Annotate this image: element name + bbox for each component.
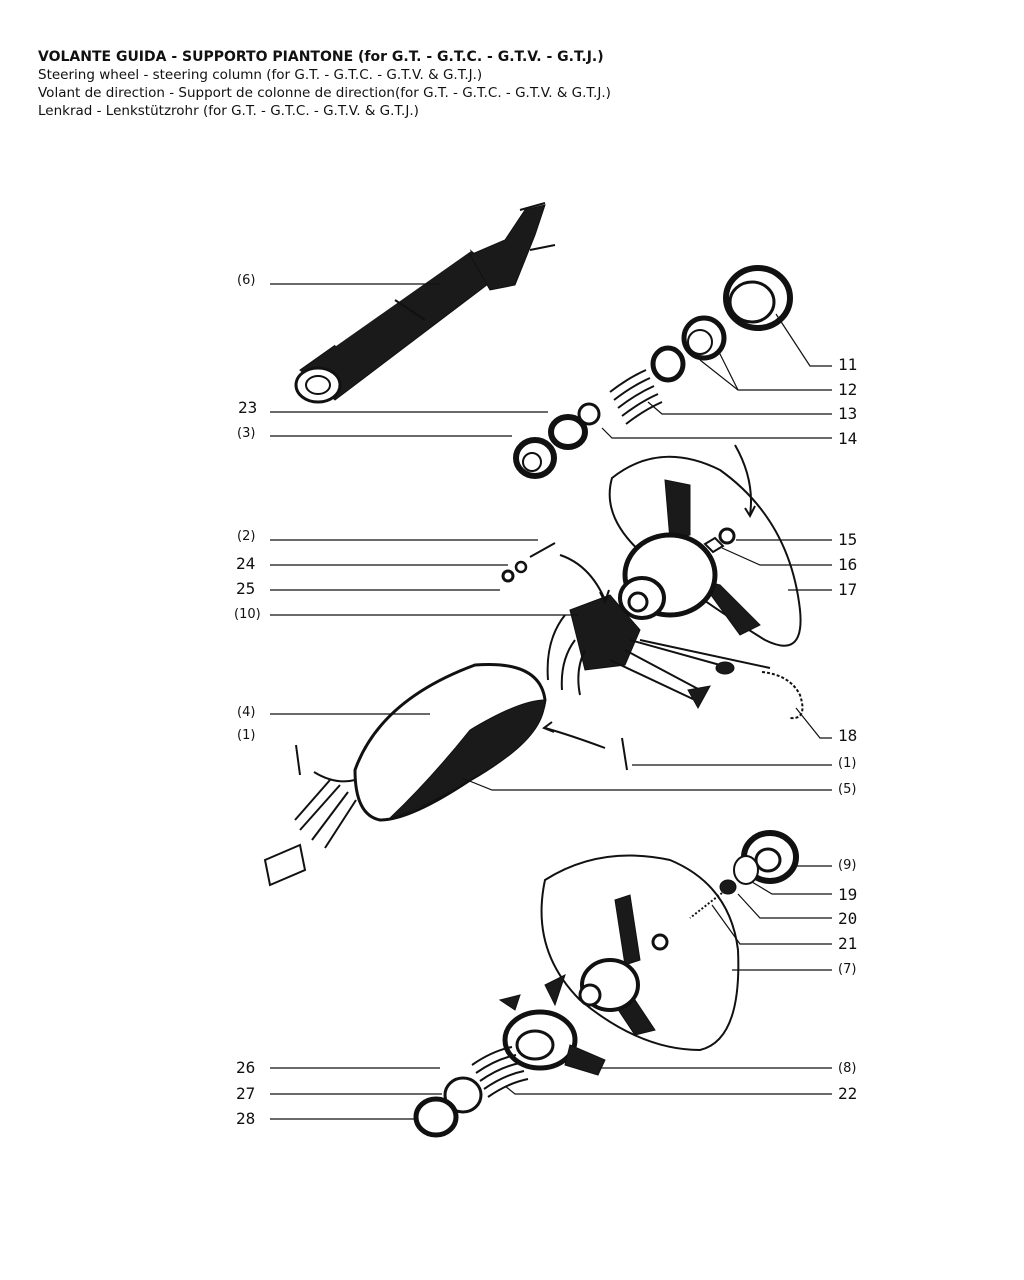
label-21: 21 xyxy=(838,934,857,953)
title-italian: VOLANTE GUIDA - SUPPORTO PIANTONE (for G… xyxy=(38,49,604,65)
upper-steering-wheel-drawing xyxy=(608,444,802,647)
label-18: 18 xyxy=(838,726,857,745)
label-19: 19 xyxy=(838,885,857,904)
label-15: 15 xyxy=(838,530,857,549)
label-16: 16 xyxy=(838,555,857,574)
label-10: (10) xyxy=(234,607,261,622)
label-4: (4) xyxy=(237,705,255,720)
labels-right: 11 12 13 14 15 16 17 18 (1) (5) (9) 19 2… xyxy=(838,355,857,1103)
label-7: (7) xyxy=(838,962,856,977)
label-20: 20 xyxy=(838,909,857,928)
column-cover-drawing xyxy=(263,662,628,887)
label-14: 14 xyxy=(838,429,857,448)
label-1-left: (1) xyxy=(237,728,255,743)
label-12: 12 xyxy=(838,380,857,399)
label-3: (3) xyxy=(237,426,255,441)
label-9: (9) xyxy=(838,858,856,873)
label-6: (6) xyxy=(237,273,255,288)
label-17: 17 xyxy=(838,580,857,599)
diagram-titles: VOLANTE GUIDA - SUPPORTO PIANTONE (for G… xyxy=(38,48,611,120)
leader-lines-left xyxy=(270,283,578,1120)
label-1-right: (1) xyxy=(838,756,856,771)
title-french: Volant de direction - Support de colonne… xyxy=(38,85,611,101)
label-13: 13 xyxy=(838,404,857,423)
label-26: 26 xyxy=(236,1058,255,1077)
title-english: Steering wheel - steering column (for G.… xyxy=(38,67,483,83)
label-27: 27 xyxy=(236,1084,255,1103)
label-8: (8) xyxy=(838,1061,856,1076)
column-bushings-drawing xyxy=(513,265,793,479)
label-25: 25 xyxy=(236,579,255,598)
lower-steering-wheel-drawing xyxy=(413,830,799,1138)
label-5: (5) xyxy=(838,782,856,797)
labels-left: (6) 23 (3) (2) 24 25 (10) (4) (1) 26 27 … xyxy=(234,273,261,1128)
label-22: 22 xyxy=(838,1084,857,1103)
switch-unit-drawing xyxy=(501,542,804,720)
label-24: 24 xyxy=(236,554,255,573)
label-11: 11 xyxy=(838,355,857,374)
title-german: Lenkrad - Lenkstützrohr (for G.T. - G.T.… xyxy=(38,103,419,119)
label-28: 28 xyxy=(236,1109,255,1128)
label-2: (2) xyxy=(237,529,255,544)
steering-column-support-drawing xyxy=(294,202,556,404)
label-23: 23 xyxy=(238,398,257,417)
leader-lines-right xyxy=(461,313,832,1095)
